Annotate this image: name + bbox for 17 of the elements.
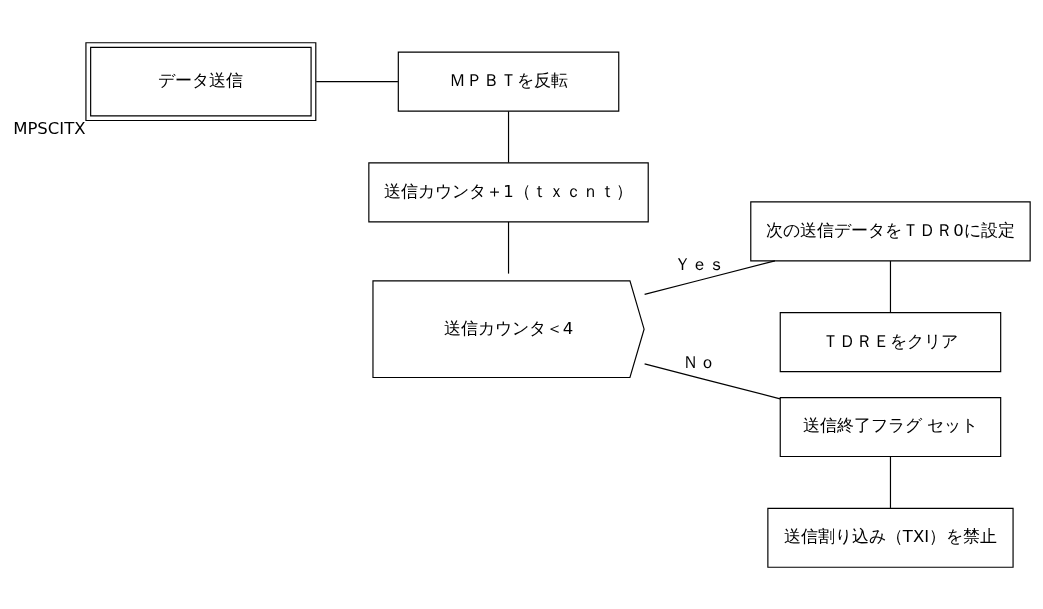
- connector: [644, 259, 776, 295]
- connector: [507, 220, 510, 274]
- connector: [889, 455, 892, 509]
- node-box: 送信カウンタ＋1（ｔｘｃｎｔ）: [368, 161, 649, 222]
- connector: [507, 110, 510, 163]
- node-box: データ送信: [85, 41, 317, 121]
- edge-label: Ｎｏ: [682, 352, 717, 372]
- node-label: MPSCITX: [13, 118, 86, 138]
- connector: [889, 259, 892, 313]
- connector: [315, 80, 399, 82]
- node-box: 送信終了フラグ セット: [779, 396, 1002, 457]
- node-box: 送信割り込み（TXI）を禁止: [767, 507, 1014, 568]
- node-box: ＭＰＢＴを反転: [397, 51, 620, 112]
- node-box: ＴＤＲＥをクリア: [779, 311, 1002, 372]
- edge-label: Ｙｅｓ: [674, 254, 725, 274]
- node-box: 次の送信データをＴＤＲ0に設定: [750, 200, 1031, 261]
- connector: [644, 362, 781, 399]
